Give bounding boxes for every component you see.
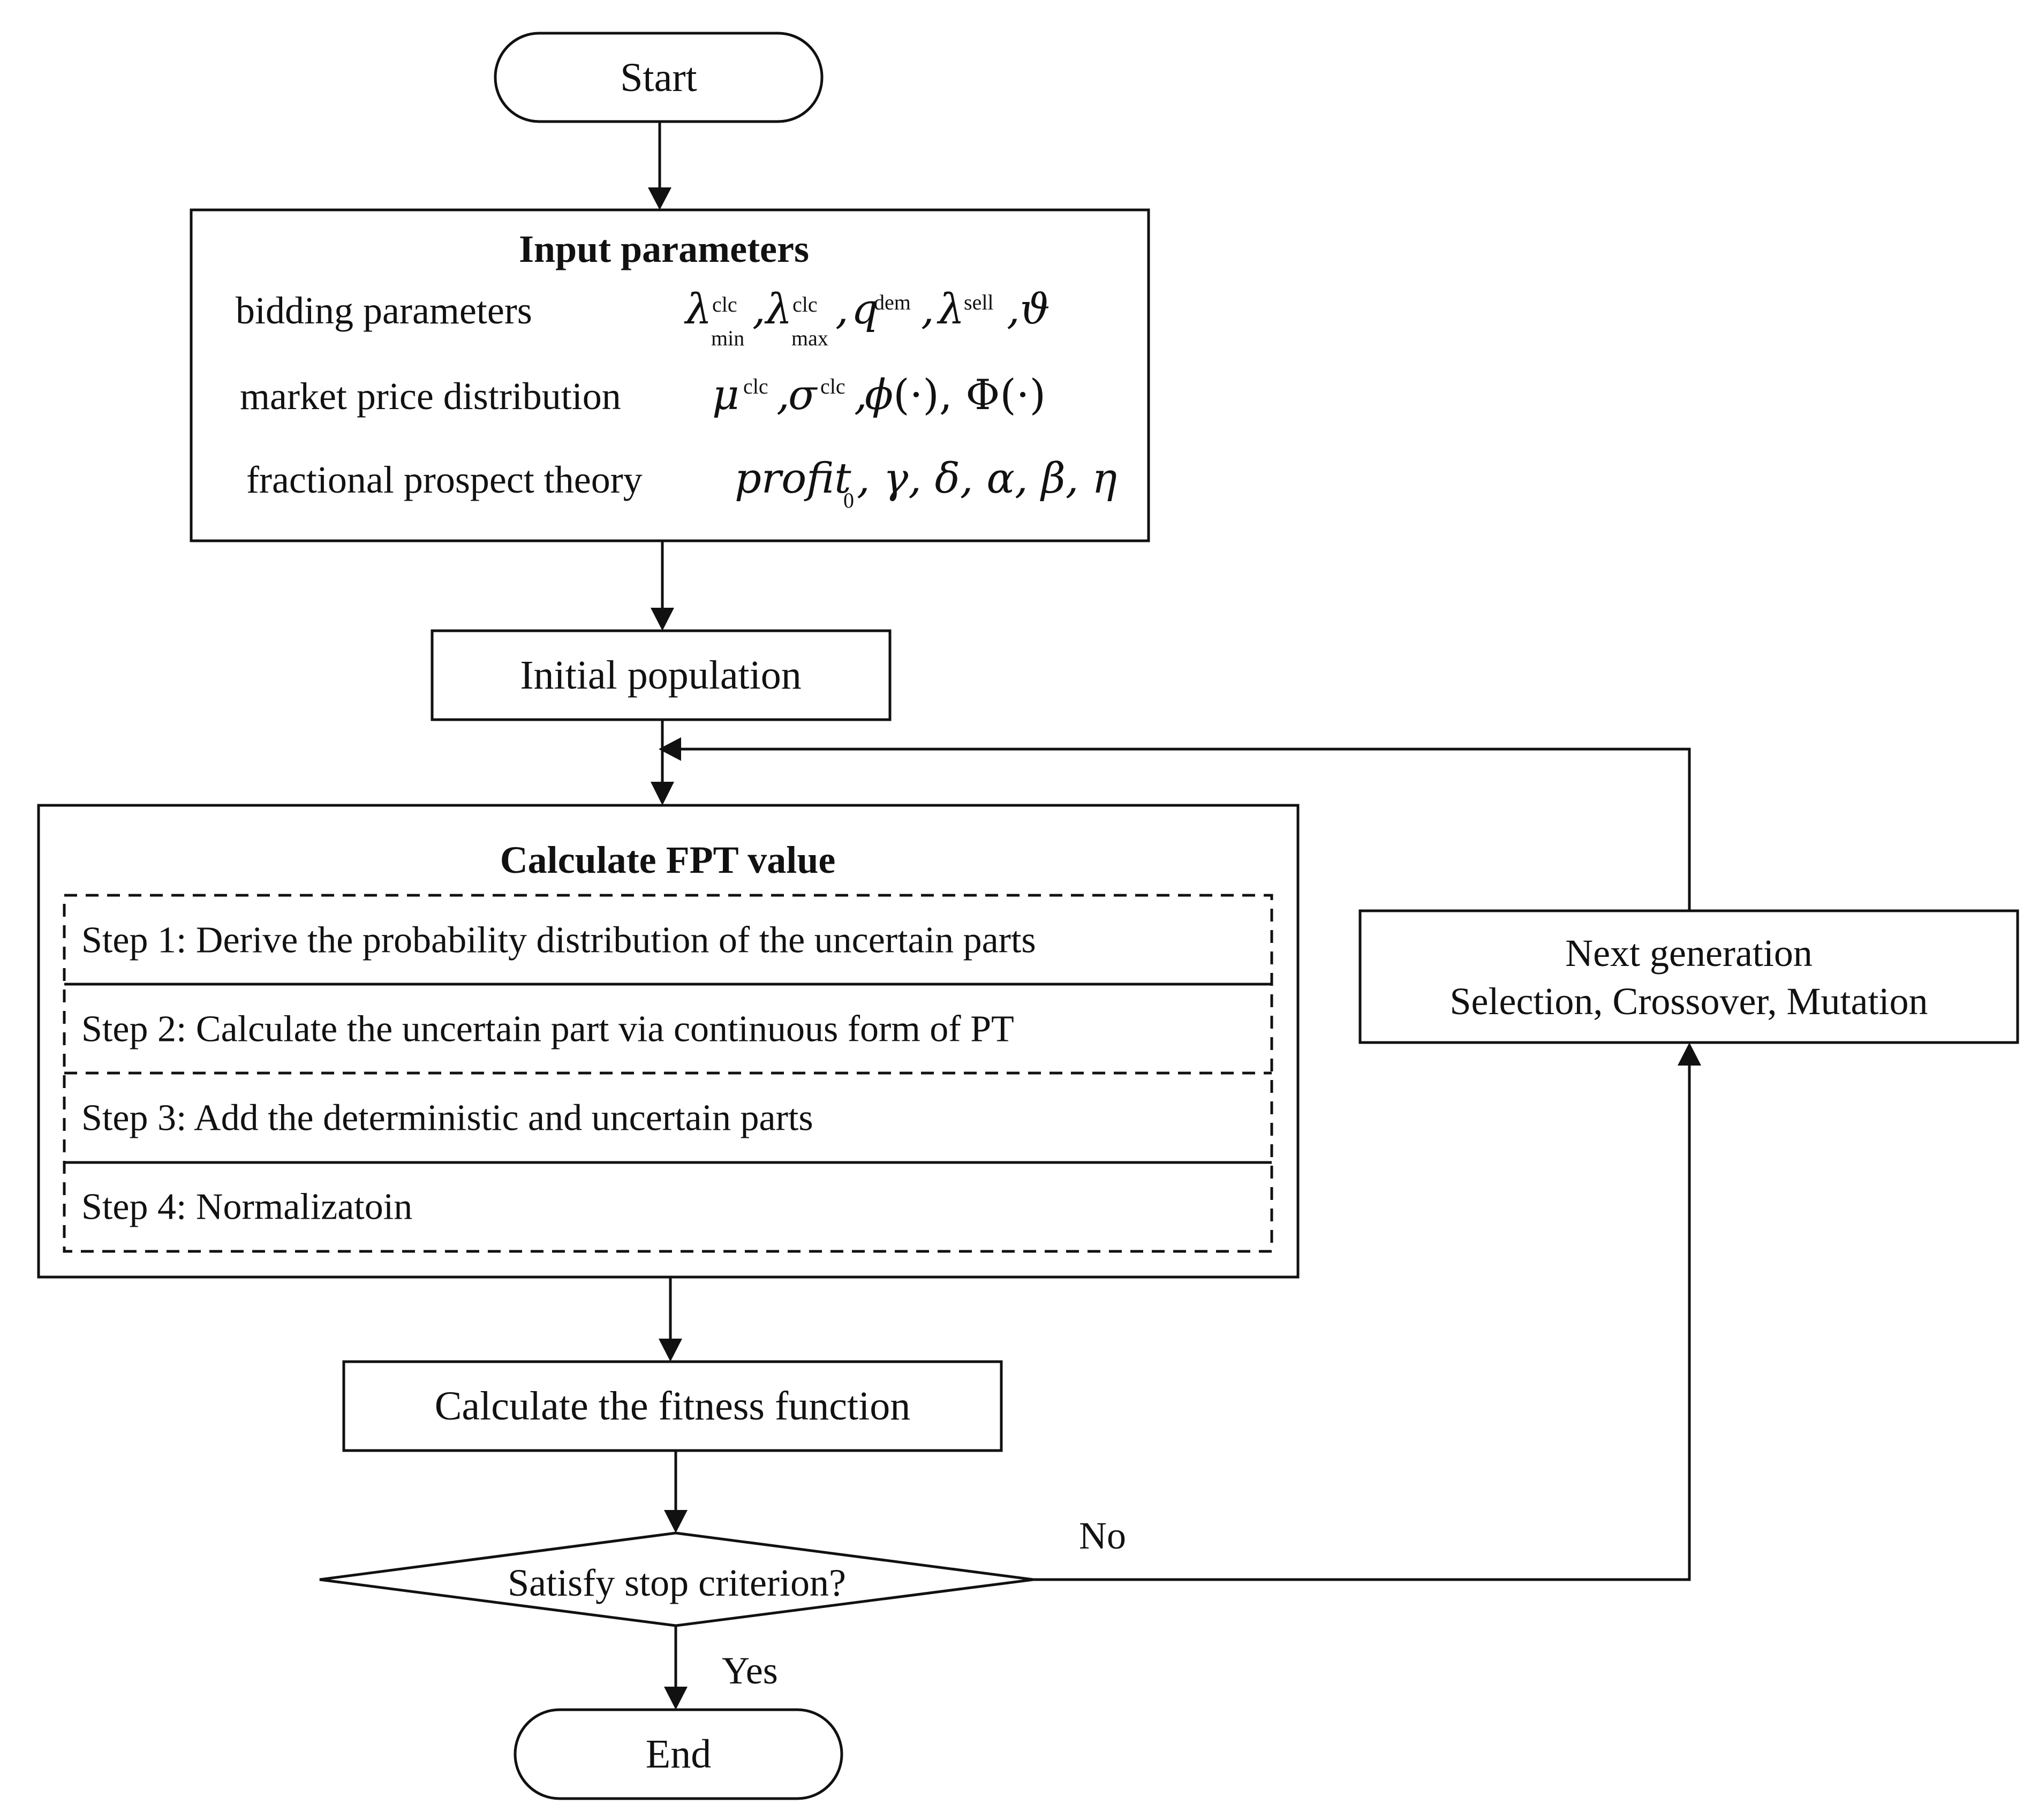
svg-text:λ: λ <box>684 285 712 334</box>
initial-population-label: Initial population <box>520 653 802 698</box>
prospect-theory-formula: profit 0 , γ, δ, α, β, η <box>735 455 1117 512</box>
fitness-function-box: Calculate the fitness function <box>342 1360 1003 1452</box>
fpt-value-box: Calculate FPT value Step 1: Derive the p… <box>37 804 1300 1279</box>
fitness-function-shape <box>342 1360 1003 1452</box>
svg-text:clc: clc <box>712 292 737 316</box>
market-price-formula: μ clc , σ clc , ϕ(·), Φ(·) <box>712 371 1046 419</box>
arrowhead-fpt <box>651 782 674 805</box>
input-parameters-box: Input parameters bidding parameters λ cl… <box>190 208 1150 542</box>
arrowhead-initial <box>651 608 674 631</box>
arrowhead-fitness <box>659 1339 682 1362</box>
fpt-value-title: Calculate FPT value <box>500 839 836 881</box>
yes-branch-label: Yes <box>722 1649 778 1692</box>
loop-next-generation-to-fpt <box>680 747 1691 911</box>
svg-text:ϕ(·), Φ(·): ϕ(·), Φ(·) <box>865 371 1046 419</box>
fpt-step-1: Step 1: Derive the probability distribut… <box>81 920 1036 961</box>
svg-text:,: , <box>1007 285 1020 334</box>
initial-population-box: Initial population <box>431 629 892 721</box>
arrowhead-input <box>648 187 671 210</box>
svg-text:, γ, δ, α, β, η: , γ, δ, α, β, η <box>857 455 1117 503</box>
svg-text:max: max <box>791 326 828 350</box>
input-parameters-shape <box>190 208 1150 542</box>
loop-no-to-next-generation <box>1033 1066 1691 1581</box>
fpt-step-4: Step 4: Normalizatoin <box>81 1187 412 1228</box>
svg-text:λ: λ <box>937 285 964 334</box>
end-label: End <box>646 1732 711 1777</box>
bidding-parameters-formula: λ clc min , λ clc max , q dem , λ sell ,… <box>684 285 1050 350</box>
svg-text:ϑ: ϑ <box>1020 285 1050 334</box>
arrowhead-loop-return <box>659 737 681 761</box>
svg-text:,: , <box>835 285 849 334</box>
svg-text:dem: dem <box>874 290 911 314</box>
arrowhead-end <box>664 1687 688 1710</box>
fpt-value-shape <box>37 804 1300 1279</box>
no-branch-label: No <box>1079 1514 1126 1557</box>
arrowhead-next-generation <box>1678 1043 1701 1066</box>
fpt-steps-dashed-frame <box>63 894 1273 1253</box>
genetic-operators-label: Selection, Crossover, Mutation <box>1449 980 1928 1023</box>
svg-text:λ: λ <box>764 285 792 334</box>
svg-text:profit: profit <box>735 455 851 503</box>
connectors <box>658 122 1691 1687</box>
stop-criterion-decision: Satisfy stop criterion? No Yes <box>319 1514 1126 1692</box>
svg-text:,: , <box>854 371 867 419</box>
next-generation-label: Next generation <box>1565 932 1813 975</box>
svg-text:,: , <box>921 285 934 334</box>
end-terminal: End <box>514 1708 843 1800</box>
svg-text:min: min <box>711 326 744 350</box>
svg-text:σ: σ <box>788 371 818 419</box>
decision-label: Satisfy stop criterion? <box>508 1561 846 1604</box>
input-row-label-market: market price distribution <box>240 375 621 418</box>
arrowheads <box>648 187 1701 1710</box>
svg-text:μ: μ <box>712 371 739 419</box>
svg-text:clc: clc <box>820 374 845 398</box>
arrowhead-decision <box>664 1510 688 1533</box>
fpt-step-3: Step 3: Add the deterministic and uncert… <box>81 1098 813 1139</box>
svg-text:q: q <box>851 285 878 334</box>
input-row-label-bidding: bidding parameters <box>236 289 532 332</box>
input-parameters-title: Input parameters <box>519 228 809 270</box>
start-label: Start <box>620 55 697 100</box>
next-generation-shape <box>1358 909 2019 1044</box>
svg-text:,: , <box>752 285 766 334</box>
decision-diamond <box>319 1531 1034 1627</box>
svg-text:clc: clc <box>743 374 768 398</box>
fitness-function-label: Calculate the fitness function <box>435 1384 911 1429</box>
initial-population-shape <box>431 629 892 721</box>
svg-text:,: , <box>776 371 790 419</box>
input-row-label-fpt: fractional prospect theory <box>246 458 643 501</box>
end-shape <box>514 1708 843 1800</box>
fpt-step-2: Step 2: Calculate the uncertain part via… <box>81 1009 1014 1050</box>
svg-text:0: 0 <box>843 488 854 512</box>
next-generation-box: Next generation Selection, Crossover, Mu… <box>1358 909 2019 1044</box>
start-terminal: Start <box>494 32 824 123</box>
start-shape <box>494 32 824 123</box>
svg-text:sell: sell <box>964 290 994 314</box>
svg-text:clc: clc <box>792 292 818 316</box>
